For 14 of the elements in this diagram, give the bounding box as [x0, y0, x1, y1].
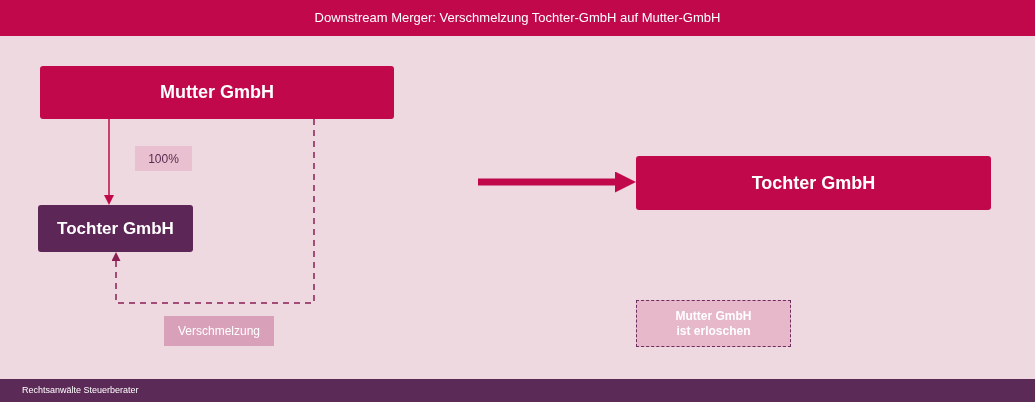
entity-name: Tochter GmbH [57, 217, 174, 240]
edge-label: 100% [135, 146, 192, 171]
edge-label: Verschmelzung [164, 316, 274, 346]
entity-box [40, 66, 394, 119]
entity-box [38, 205, 193, 252]
dashed-arrow [111, 118, 315, 304]
dashed-status-box [636, 300, 791, 347]
entity-box [636, 156, 991, 210]
entity-name: Mutter GmbH [160, 81, 274, 104]
diagram-title: Downstream Merger: Verschmelzung Tochter-GmbH auf Mutter-GmbH [314, 9, 721, 28]
arrow [104, 118, 114, 205]
status-note: Mutter GmbH ist erloschen [674, 308, 753, 339]
footer-text: Rechtsanwälte Steuerberater [22, 383, 139, 397]
entity-name: Tochter GmbH [751, 171, 876, 195]
